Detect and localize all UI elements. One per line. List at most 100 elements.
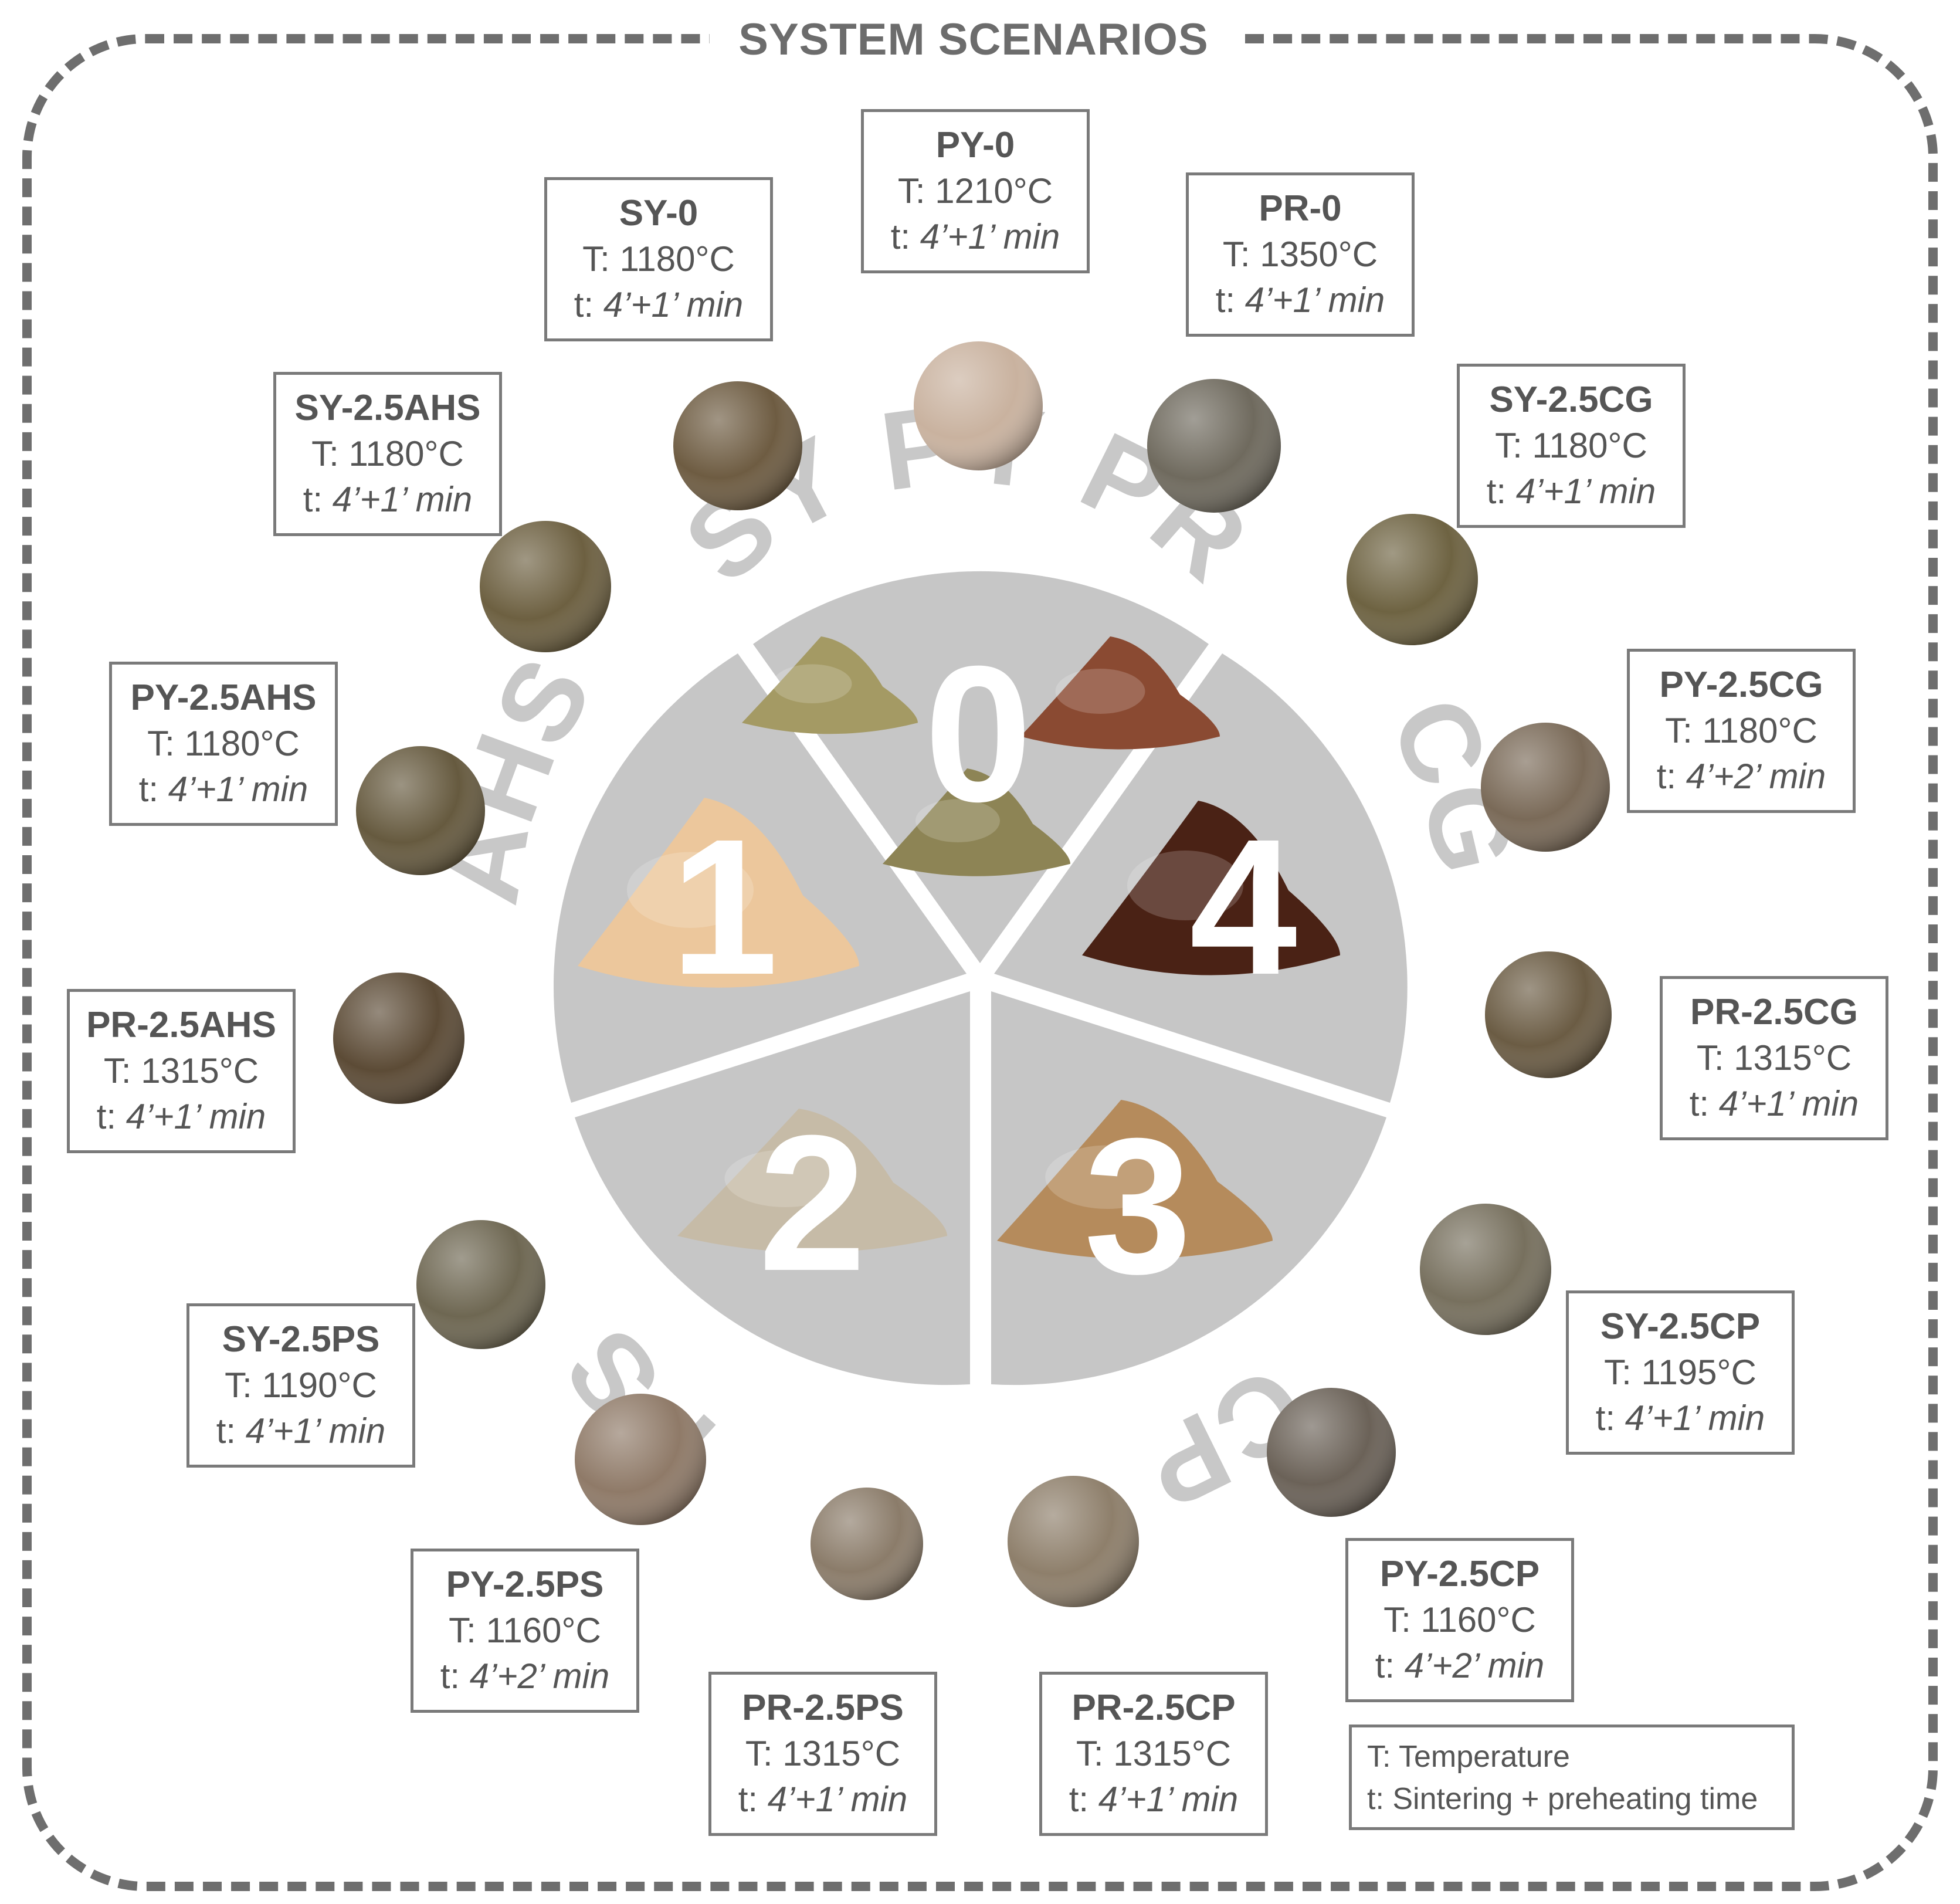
temperature-prefix: T: — [1604, 1353, 1632, 1392]
powder-pile-cg — [1082, 801, 1340, 975]
scenario-name: PR-0 — [1259, 188, 1342, 229]
scenario-temperature: T: 1315°C — [1042, 1731, 1265, 1777]
time-value: 4’+1’ min — [1718, 1084, 1859, 1123]
temperature-prefix: T: — [1495, 426, 1522, 465]
scenario-temperature: T: 1180°C — [547, 236, 770, 282]
powder-pile-pr — [1020, 636, 1220, 750]
scenario-temperature: T: 1315°C — [711, 1731, 934, 1777]
scenario-temperature: T: 1190°C — [189, 1363, 412, 1408]
temperature-value: 1315°C — [1734, 1038, 1852, 1078]
scenario-time: t: 4’+1’ min — [1042, 1777, 1265, 1822]
powder-pile-cp — [997, 1100, 1273, 1259]
scenario-time: t: 4’+1’ min — [276, 477, 499, 523]
time-value: 4’+1’ min — [168, 770, 308, 809]
time-prefix: t: — [440, 1656, 460, 1696]
temperature-prefix: T: — [449, 1611, 476, 1650]
scenario-name: PR-2.5PS — [742, 1688, 904, 1728]
powder-pile-py — [883, 768, 1070, 876]
time-value: 4’+1’ min — [1625, 1398, 1765, 1438]
scenario-time: t: 4’+1’ min — [1189, 277, 1412, 323]
temperature-value: 1180°C — [619, 239, 735, 279]
time-prefix: t: — [738, 1780, 758, 1819]
scenario-temperature: T: 1180°C — [112, 721, 335, 767]
pellet-PY-2.5AHS — [356, 746, 485, 875]
temperature-value: 1210°C — [935, 171, 1053, 211]
pellet-PR-2.5CG — [1485, 951, 1612, 1078]
scenario-temperature: T: 1180°C — [276, 431, 499, 477]
pellet-SY-2.5CP — [1420, 1204, 1551, 1335]
time-prefix: t: — [574, 285, 594, 324]
scenario-temperature: T: 1350°C — [1189, 232, 1412, 277]
scenario-temperature: T: 1210°C — [864, 168, 1087, 214]
scenario-time: t: 4’+2’ min — [1348, 1643, 1571, 1689]
scenario-time: t: 4’+2’ min — [413, 1654, 636, 1699]
legend-line-temperature: T: Temperature — [1367, 1740, 1570, 1774]
temperature-prefix: T: — [1383, 1600, 1411, 1639]
scenario-time: t: 4’+1’ min — [864, 214, 1087, 260]
segment-number-1: 1 — [670, 798, 778, 1015]
temperature-value: 1180°C — [348, 434, 464, 473]
time-prefix: t: — [890, 217, 911, 256]
temperature-value: 1315°C — [1113, 1734, 1232, 1773]
time-prefix: t: — [216, 1411, 236, 1451]
legend-line-time: t: Sintering + preheating time — [1367, 1782, 1758, 1816]
legend-box: T: Temperature t: Sintering + preheating… — [1349, 1725, 1795, 1830]
temperature-prefix: T: — [311, 434, 339, 473]
time-prefix: t: — [1069, 1780, 1089, 1819]
powder-pile-ps — [677, 1109, 947, 1252]
powder-pile-ahs — [578, 798, 859, 988]
scenario-time: t: 4’+1’ min — [1663, 1081, 1886, 1127]
scenario-time: t: 4’+1’ min — [547, 282, 770, 328]
scenario-name: PY-2.5PS — [446, 1564, 604, 1605]
time-prefix: t: — [1215, 280, 1236, 320]
temperature-prefix: T: — [225, 1366, 252, 1405]
time-prefix: t: — [1689, 1084, 1710, 1123]
time-prefix: t: — [96, 1097, 117, 1136]
scenario-name: PR-2.5AHS — [86, 1005, 276, 1045]
scenario-name: PR-2.5CP — [1071, 1688, 1236, 1728]
temperature-prefix: T: — [1222, 235, 1250, 274]
scenario-name: SY-2.5AHS — [294, 388, 481, 428]
scenario-name: SY-2.5PS — [222, 1319, 380, 1360]
scenario-temperature: T: 1180°C — [1630, 708, 1853, 754]
temperature-prefix: T: — [147, 724, 175, 763]
scenario-time: t: 4’+1’ min — [112, 767, 335, 812]
temperature-prefix: T: — [1665, 711, 1693, 750]
temperature-value: 1315°C — [141, 1051, 259, 1090]
scenario-temperature: T: 1180°C — [1460, 423, 1683, 469]
time-value: 4’+1’ min — [603, 285, 744, 324]
pellet-PR-2.5PS — [811, 1488, 923, 1600]
time-value: 4’+1’ min — [332, 480, 473, 519]
dashed-frame — [22, 34, 1938, 1891]
time-prefix: t: — [138, 770, 159, 809]
pellet-PY-2.5PS — [575, 1394, 706, 1525]
pellet-PY-2.5CG — [1481, 723, 1610, 852]
scenario-temperature: T: 1160°C — [1348, 1597, 1571, 1643]
temperature-value: 1315°C — [782, 1734, 901, 1773]
temperature-value: 1190°C — [262, 1366, 377, 1405]
scenario-name: PY-2.5CG — [1659, 665, 1823, 705]
powder-pile-sy — [742, 636, 918, 734]
scenario-temperature: T: 1315°C — [1663, 1035, 1886, 1081]
time-prefix: t: — [1375, 1646, 1395, 1685]
time-value: 4’+1’ min — [1515, 472, 1656, 511]
temperature-value: 1160°C — [1420, 1600, 1536, 1639]
time-value: 4’+1’ min — [245, 1411, 386, 1451]
time-prefix: t: — [1595, 1398, 1616, 1438]
scenario-time: t: 4’+1’ min — [1460, 469, 1683, 514]
temperature-prefix: T: — [897, 171, 925, 211]
temperature-prefix: T: — [1076, 1734, 1104, 1773]
time-value: 4’+1’ min — [1098, 1780, 1239, 1819]
